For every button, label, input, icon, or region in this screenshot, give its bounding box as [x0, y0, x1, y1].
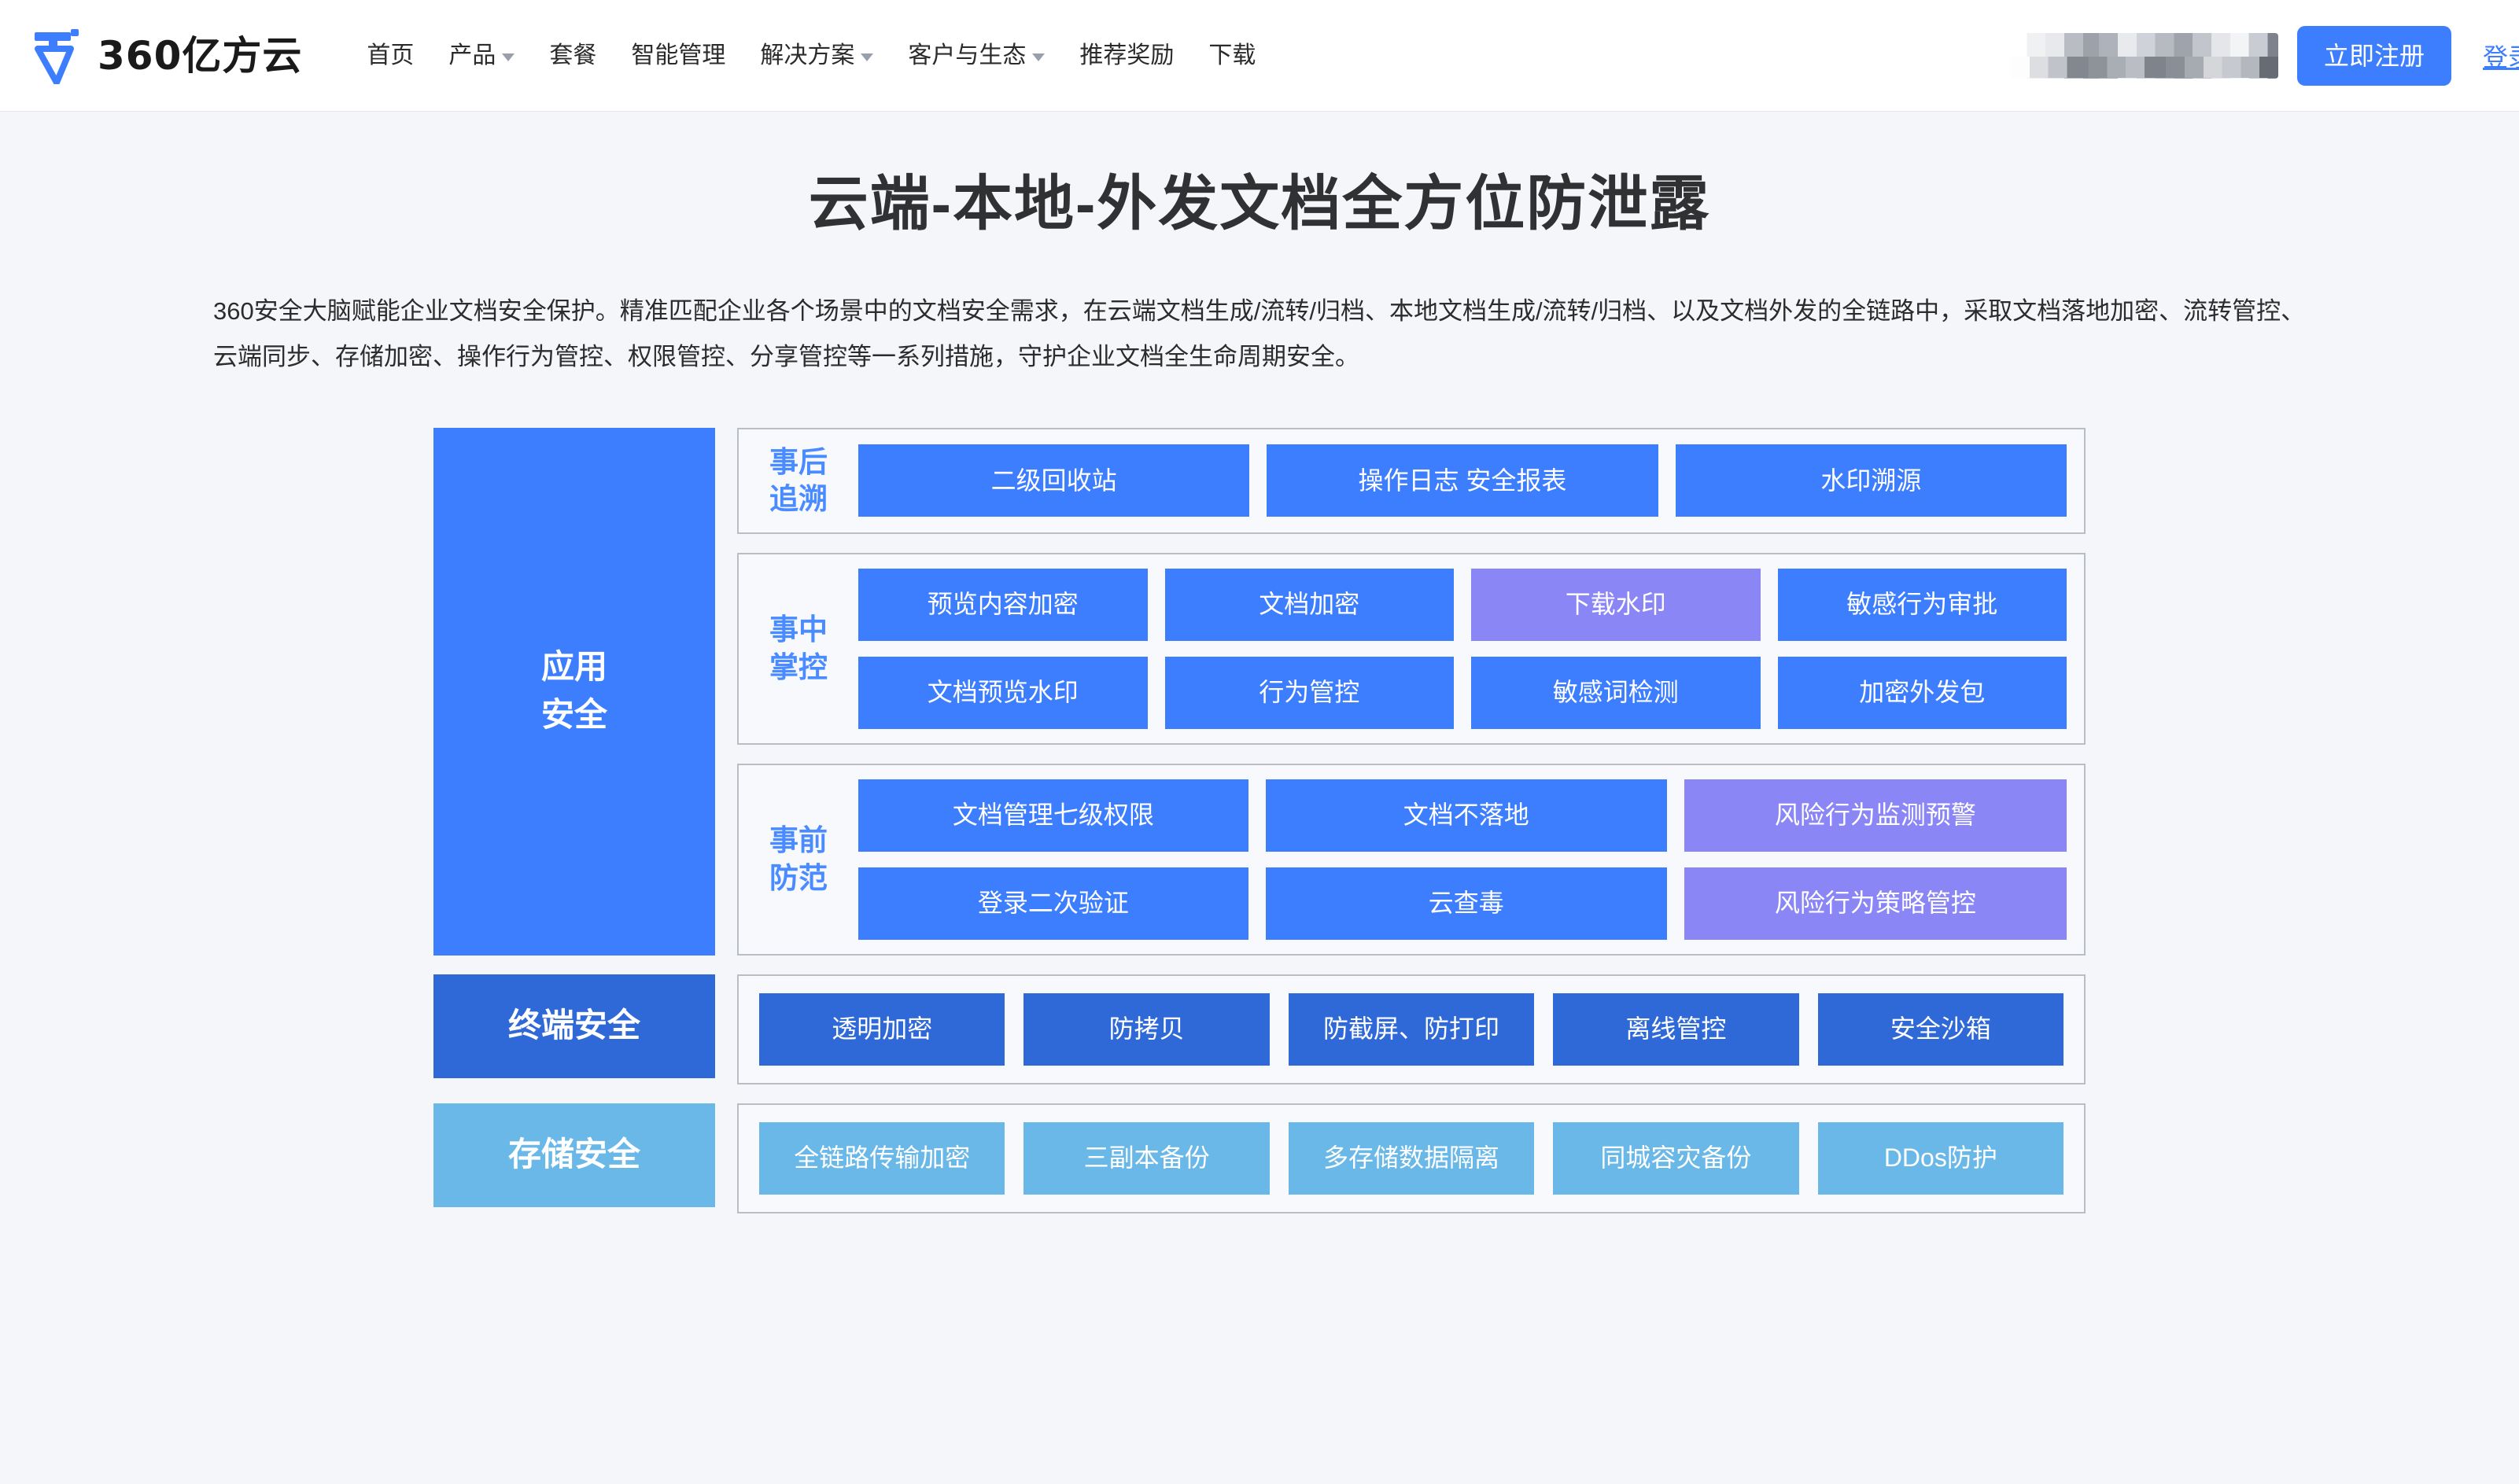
nav-item-referral-rewards[interactable]: 推荐奖励 — [1062, 0, 1191, 111]
feature-tile[interactable]: 敏感行为审批 — [1777, 568, 2067, 641]
feature-tile[interactable]: DDos防护 — [1817, 1121, 2064, 1195]
main-nav: 首页 产品 套餐 智能管理 解决方案 客户与生态 推荐奖励 下载 — [349, 0, 2011, 111]
stage-row: 文档预览水印 行为管控 敏感词检测 加密外发包 — [858, 656, 2067, 729]
chevron-down-icon — [502, 53, 515, 61]
stage-label-line2: 追溯 — [769, 483, 828, 516]
nav-item-label: 推荐奖励 — [1079, 42, 1175, 68]
brand-name: 360亿方云 — [98, 32, 303, 79]
nav-item-label: 解决方案 — [760, 42, 855, 68]
feature-tile[interactable]: 文档不落地 — [1265, 779, 1667, 852]
yifangyun-logo-icon — [31, 28, 83, 86]
feature-tile[interactable]: 同城容灾备份 — [1553, 1121, 1799, 1195]
nav-item-solutions[interactable]: 解决方案 — [743, 0, 891, 111]
stage-label-line1: 事后 — [769, 445, 828, 478]
redacted-account-text — [2010, 32, 2278, 79]
nav-item-label: 首页 — [367, 42, 415, 68]
stage-row: 预览内容加密 文档加密 下载水印 敏感行为审批 — [858, 568, 2067, 641]
feature-tile[interactable]: 三副本备份 — [1023, 1121, 1270, 1195]
category-label-line1: 应用 — [540, 648, 607, 686]
application-security-row: 应用 安全 事后 追溯 二级回收站 操作日志 安全报表 水印溯源 — [433, 427, 2086, 956]
page-description: 360安全大脑赋能企业文档安全保护。精准匹配企业各个场景中的文档安全需求，在云端… — [213, 297, 2306, 370]
nav-item-label: 产品 — [448, 42, 496, 68]
stage-label-line2: 掌控 — [769, 650, 828, 683]
feature-tile[interactable]: 操作日志 安全报表 — [1267, 444, 1658, 517]
stage-post-incident-tracing: 事后 追溯 二级回收站 操作日志 安全报表 水印溯源 — [737, 427, 2086, 534]
storage-security-tiles: 全链路传输加密 三副本备份 多存储数据隔离 同城容灾备份 DDos防护 — [737, 1103, 2086, 1213]
stage-label: 事前 防范 — [756, 822, 841, 897]
feature-tile[interactable]: 敏感词检测 — [1471, 656, 1761, 729]
storage-security-row: 存储安全 全链路传输加密 三副本备份 多存储数据隔离 同城容灾备份 DDos防护 — [433, 1103, 2086, 1213]
stage-label: 事中 掌控 — [756, 611, 841, 686]
feature-tile[interactable]: 防截屏、防打印 — [1288, 992, 1535, 1066]
feature-tile[interactable]: 行为管控 — [1164, 656, 1454, 729]
feature-tile[interactable]: 文档管理七级权限 — [858, 779, 1248, 852]
nav-item-label: 套餐 — [549, 42, 597, 68]
nav-item-packages[interactable]: 套餐 — [532, 0, 614, 111]
stage-row: 文档管理七级权限 文档不落地 风险行为监测预警 — [858, 779, 2067, 852]
stage-label: 事后 追溯 — [756, 444, 841, 518]
nav-item-customers-ecosystem[interactable]: 客户与生态 — [891, 0, 1062, 111]
stage-label-line2: 防范 — [769, 861, 828, 894]
feature-tile[interactable]: 风险行为策略管控 — [1684, 867, 2067, 940]
nav-item-smart-management[interactable]: 智能管理 — [614, 0, 743, 111]
nav-item-label: 智能管理 — [631, 42, 726, 68]
feature-tile[interactable]: 全链路传输加密 — [759, 1121, 1005, 1195]
feature-tile[interactable]: 预览内容加密 — [858, 568, 1148, 641]
endpoint-security-row: 终端安全 透明加密 防拷贝 防截屏、防打印 离线管控 安全沙箱 — [433, 974, 2086, 1084]
feature-tile[interactable]: 云查毒 — [1265, 867, 1667, 940]
register-button[interactable]: 立即注册 — [2296, 25, 2451, 86]
feature-tile[interactable]: 二级回收站 — [858, 444, 1250, 517]
nav-item-home[interactable]: 首页 — [349, 0, 431, 111]
stage-grid: 二级回收站 操作日志 安全报表 水印溯源 — [858, 444, 2067, 517]
header-actions: 立即注册 登录 — [2010, 0, 2519, 111]
feature-tile[interactable]: 水印溯源 — [1675, 444, 2067, 517]
chevron-down-icon — [1032, 53, 1046, 61]
stage-stack: 事后 追溯 二级回收站 操作日志 安全报表 水印溯源 事中 掌控 — [737, 427, 2086, 956]
nav-item-label: 下载 — [1208, 42, 1256, 68]
category-label-application-security: 应用 安全 — [433, 427, 715, 956]
nav-item-products[interactable]: 产品 — [431, 0, 532, 111]
category-label-endpoint-security: 终端安全 — [433, 974, 715, 1078]
feature-tile[interactable]: 加密外发包 — [1777, 656, 2067, 729]
security-architecture-diagram: 应用 安全 事后 追溯 二级回收站 操作日志 安全报表 水印溯源 — [433, 427, 2086, 1213]
site-header: 360亿方云 首页 产品 套餐 智能管理 解决方案 客户与生态 推荐奖励 下载 — [0, 0, 2519, 112]
feature-tile[interactable]: 登录二次验证 — [858, 867, 1248, 940]
endpoint-security-tiles: 透明加密 防拷贝 防截屏、防打印 离线管控 安全沙箱 — [737, 974, 2086, 1084]
stage-in-progress-control: 事中 掌控 预览内容加密 文档加密 下载水印 敏感行为审批 文档预览水印 行为管… — [737, 552, 2086, 745]
stage-row: 登录二次验证 云查毒 风险行为策略管控 — [858, 867, 2067, 940]
feature-tile[interactable]: 离线管控 — [1553, 992, 1799, 1066]
stage-pre-incident-prevention: 事前 防范 文档管理七级权限 文档不落地 风险行为监测预警 登录二次验证 云查毒… — [737, 763, 2086, 956]
feature-tile[interactable]: 风险行为监测预警 — [1684, 779, 2067, 852]
nav-item-label: 客户与生态 — [908, 42, 1027, 68]
page-title: 云端-本地-外发文档全方位防泄露 — [808, 171, 1711, 238]
stage-label-line1: 事前 — [769, 824, 828, 857]
chevron-down-icon — [861, 53, 874, 61]
feature-tile[interactable]: 透明加密 — [759, 992, 1005, 1066]
stage-row: 二级回收站 操作日志 安全报表 水印溯源 — [858, 444, 2067, 517]
stage-label-line1: 事中 — [769, 613, 828, 646]
feature-tile[interactable]: 文档预览水印 — [858, 656, 1148, 729]
feature-tile[interactable]: 下载水印 — [1471, 568, 1761, 641]
brand-logo[interactable]: 360亿方云 — [31, 28, 303, 86]
category-label-line2: 安全 — [540, 696, 607, 734]
feature-tile[interactable]: 多存储数据隔离 — [1288, 1121, 1535, 1195]
stage-grid: 文档管理七级权限 文档不落地 风险行为监测预警 登录二次验证 云查毒 风险行为策… — [858, 779, 2067, 940]
category-label-storage-security: 存储安全 — [433, 1103, 715, 1207]
feature-tile[interactable]: 防拷贝 — [1023, 992, 1270, 1066]
stage-grid: 预览内容加密 文档加密 下载水印 敏感行为审批 文档预览水印 行为管控 敏感词检… — [858, 568, 2067, 729]
feature-tile[interactable]: 文档加密 — [1164, 568, 1454, 641]
nav-item-download[interactable]: 下载 — [1191, 0, 1273, 111]
feature-tile[interactable]: 安全沙箱 — [1817, 992, 2064, 1066]
hero-section: 云端-本地-外发文档全方位防泄露 360安全大脑赋能企业文档安全保护。精准匹配企… — [0, 112, 2519, 379]
login-link[interactable]: 登录 — [2482, 42, 2519, 72]
